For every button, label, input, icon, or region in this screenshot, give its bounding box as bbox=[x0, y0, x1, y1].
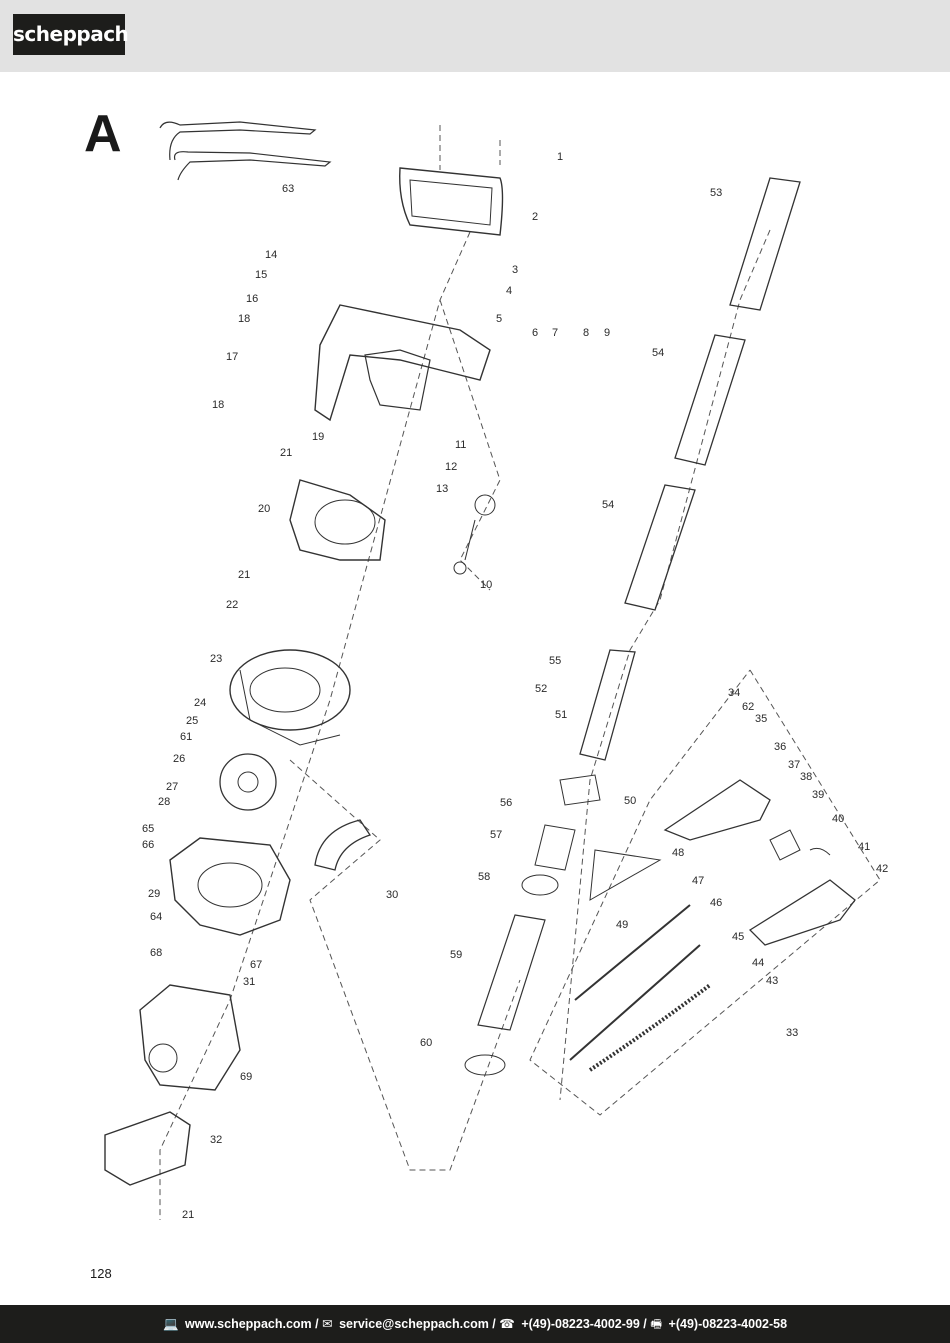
part-number: 31 bbox=[243, 976, 255, 988]
part-number: 45 bbox=[732, 931, 744, 943]
page-number: 128 bbox=[90, 1266, 112, 1281]
part-number: 9 bbox=[604, 327, 610, 339]
computer-icon: 💻 bbox=[162, 1317, 179, 1331]
part-number: 21 bbox=[280, 447, 292, 459]
part-number: 57 bbox=[490, 829, 502, 841]
part-number: 25 bbox=[186, 715, 198, 727]
part-number: 54 bbox=[602, 499, 614, 511]
part-number: 16 bbox=[246, 293, 258, 305]
part-number: 55 bbox=[549, 655, 561, 667]
part-number: 54 bbox=[652, 347, 664, 359]
part-number: 23 bbox=[210, 653, 222, 665]
footer-phone: +(49)-08223-4002-99 / bbox=[521, 1317, 647, 1331]
part-number: 33 bbox=[786, 1027, 798, 1039]
part-number: 60 bbox=[420, 1037, 432, 1049]
part-number: 10 bbox=[480, 579, 492, 591]
telephone-icon: ☎ bbox=[499, 1317, 515, 1331]
part-number: 62 bbox=[742, 701, 754, 713]
part-number: 18 bbox=[238, 313, 250, 325]
part-number: 21 bbox=[238, 569, 250, 581]
part-number: 21 bbox=[182, 1209, 194, 1221]
part-number: 27 bbox=[166, 781, 178, 793]
part-number: 12 bbox=[445, 461, 457, 473]
part-number: 51 bbox=[555, 709, 567, 721]
part-number: 61 bbox=[180, 731, 192, 743]
part-number: 40 bbox=[832, 813, 844, 825]
part-number: 20 bbox=[258, 503, 270, 515]
part-number: 58 bbox=[478, 871, 490, 883]
part-number: 56 bbox=[500, 797, 512, 809]
part-number: 24 bbox=[194, 697, 206, 709]
part-number: 3 bbox=[512, 264, 518, 276]
part-number: 52 bbox=[535, 683, 547, 695]
diagram-drawing: 1 2 3 4 5 6 7 8 9 10 11 12 13 14 15 16 1… bbox=[104, 121, 888, 1221]
part-number: 35 bbox=[755, 713, 767, 725]
part-number: 44 bbox=[752, 957, 764, 969]
part-number: 29 bbox=[148, 888, 160, 900]
footer-email[interactable]: service@scheppach.com / bbox=[339, 1317, 496, 1331]
envelope-icon: ✉ bbox=[322, 1317, 333, 1331]
footer-website[interactable]: www.scheppach.com / bbox=[185, 1317, 319, 1331]
part-number: 68 bbox=[150, 947, 162, 959]
part-number: 48 bbox=[672, 847, 684, 859]
part-number: 42 bbox=[876, 863, 888, 875]
part-number: 14 bbox=[265, 249, 277, 261]
part-number: 41 bbox=[858, 841, 870, 853]
part-number: 13 bbox=[436, 483, 448, 495]
part-number: 43 bbox=[766, 975, 778, 987]
part-number: 4 bbox=[506, 285, 512, 297]
part-number: 67 bbox=[250, 959, 262, 971]
part-number: 39 bbox=[812, 789, 824, 801]
part-number: 32 bbox=[210, 1134, 222, 1146]
part-number: 26 bbox=[173, 753, 185, 765]
part-number: 64 bbox=[150, 911, 162, 923]
scheppach-logo: scheppach bbox=[13, 14, 129, 55]
part-number: 36 bbox=[774, 741, 786, 753]
part-number: 11 bbox=[455, 439, 466, 451]
part-number: 6 bbox=[532, 327, 538, 339]
exploded-parts-diagram: 1 2 3 4 5 6 7 8 9 10 11 12 13 14 15 16 1… bbox=[0, 72, 950, 1262]
section-letter: A bbox=[84, 105, 122, 163]
part-number: 59 bbox=[450, 949, 462, 961]
footer-fax: +(49)-08223-4002-58 bbox=[668, 1317, 788, 1331]
part-number: 66 bbox=[142, 839, 154, 851]
header-bar: scheppach bbox=[0, 0, 950, 72]
part-number: 46 bbox=[710, 897, 722, 909]
part-number: 18 bbox=[212, 399, 224, 411]
part-number: 47 bbox=[692, 875, 704, 887]
part-number: 53 bbox=[710, 187, 722, 199]
part-number: 34 bbox=[728, 687, 740, 699]
footer-contact-bar: 💻 www.scheppach.com / ✉ service@scheppac… bbox=[0, 1305, 950, 1343]
part-number: 7 bbox=[552, 327, 558, 339]
part-number: 1 bbox=[557, 151, 563, 163]
part-number: 15 bbox=[255, 269, 267, 281]
part-number: 69 bbox=[240, 1071, 252, 1083]
part-number: 65 bbox=[142, 823, 154, 835]
part-number: 8 bbox=[583, 327, 589, 339]
part-number: 50 bbox=[624, 795, 636, 807]
part-number: 28 bbox=[158, 796, 170, 808]
part-number: 49 bbox=[616, 919, 628, 931]
part-number: 37 bbox=[788, 759, 800, 771]
fax-icon: 🖷 bbox=[650, 1317, 663, 1331]
part-number: 38 bbox=[800, 771, 812, 783]
part-number: 5 bbox=[496, 313, 502, 325]
part-number: 22 bbox=[226, 599, 238, 611]
part-number: 30 bbox=[386, 889, 398, 901]
part-number: 19 bbox=[312, 431, 324, 443]
part-number: 63 bbox=[282, 183, 294, 195]
part-number: 2 bbox=[532, 211, 538, 223]
part-number: 17 bbox=[226, 351, 238, 363]
